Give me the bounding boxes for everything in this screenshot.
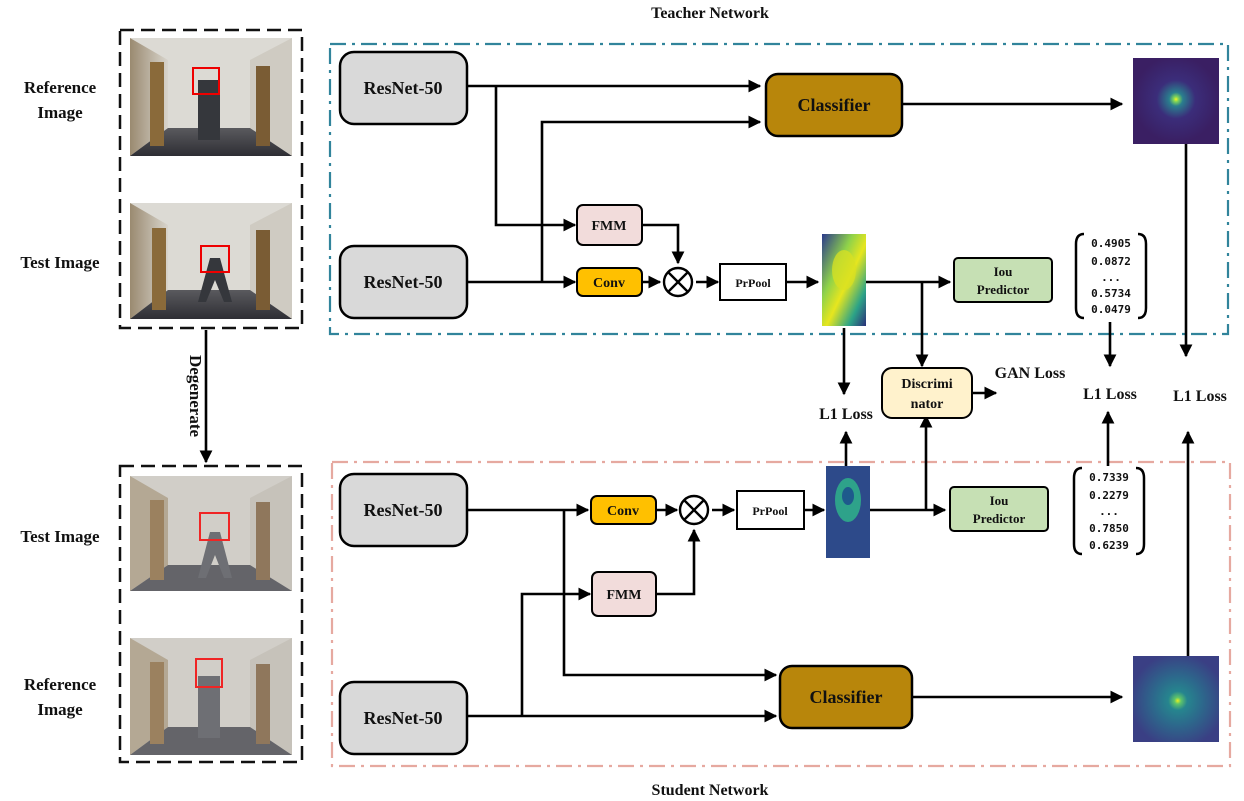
teacher-multiply-node xyxy=(662,266,694,298)
gan-loss-label: GAN Loss xyxy=(995,365,1066,382)
student-multiply-node xyxy=(678,494,710,526)
reference-image-bottom-label-2: Image xyxy=(37,700,83,719)
student-conv: Conv xyxy=(590,495,657,525)
teacher-value-4: 0.5734 xyxy=(1091,287,1131,300)
student-iou-vector: 0.7339 0.2279 ... 0.7850 0.6239 xyxy=(1072,466,1146,556)
top-image-group-border xyxy=(118,28,304,330)
student-value-2: 0.2279 xyxy=(1089,489,1129,502)
teacher-iou-predictor: Iou Predictor xyxy=(953,257,1053,303)
svg-text:nator: nator xyxy=(911,397,944,412)
teacher-fmm: FMM xyxy=(576,204,643,246)
student-resnet-bottom: ResNet-50 xyxy=(338,680,469,756)
test-image-bottom-label: Test Image xyxy=(20,527,100,546)
reference-image-top-label-1: Reference xyxy=(24,78,97,97)
test-image-top xyxy=(130,203,292,319)
teacher-network-title: Teacher Network xyxy=(651,5,769,22)
svg-text:ResNet-50: ResNet-50 xyxy=(364,78,443,98)
test-image-bottom xyxy=(130,476,292,591)
test-image-top-label: Test Image xyxy=(20,253,100,272)
student-network-title: Student Network xyxy=(652,782,769,799)
response-l1-loss-label: L1 Loss xyxy=(1173,388,1227,405)
student-value-3: ... xyxy=(1099,505,1119,518)
teacher-value-5: 0.0479 xyxy=(1091,303,1131,316)
svg-text:Classifier: Classifier xyxy=(810,687,883,707)
svg-text:Discrimi: Discrimi xyxy=(901,377,952,392)
svg-text:PrPool: PrPool xyxy=(752,504,788,518)
reference-image-bottom xyxy=(130,638,292,755)
student-value-5: 0.6239 xyxy=(1089,539,1129,552)
feature-l1-loss-label: L1 Loss xyxy=(819,406,873,423)
bottom-image-group-border xyxy=(118,464,304,764)
student-response-map xyxy=(1133,656,1219,742)
svg-text:ResNet-50: ResNet-50 xyxy=(364,500,443,520)
svg-text:FMM: FMM xyxy=(607,588,642,603)
teacher-iou-vector: 0.4905 0.0872 ... 0.5734 0.0479 xyxy=(1074,232,1148,320)
student-resnet-top: ResNet-50 xyxy=(338,472,469,548)
svg-text:Conv: Conv xyxy=(593,276,625,291)
svg-text:ResNet-50: ResNet-50 xyxy=(364,272,443,292)
iou-l1-loss-label: L1 Loss xyxy=(1083,386,1137,403)
discriminator: Discrimi nator xyxy=(881,367,973,419)
student-iou-predictor: Iou Predictor xyxy=(949,486,1049,532)
svg-text:Conv: Conv xyxy=(607,504,639,519)
degenerate-label: Degenerate xyxy=(186,355,205,438)
svg-text:Predictor: Predictor xyxy=(977,282,1030,297)
teacher-resnet-top: ResNet-50 xyxy=(338,50,469,126)
teacher-edges xyxy=(467,79,1193,396)
student-network-border xyxy=(330,460,1232,768)
teacher-conv: Conv xyxy=(576,267,643,297)
svg-text:Iou: Iou xyxy=(994,264,1013,279)
svg-text:Iou: Iou xyxy=(990,493,1009,508)
teacher-resnet-bottom: ResNet-50 xyxy=(338,244,469,320)
student-value-1: 0.7339 xyxy=(1089,471,1129,484)
reference-image-top-label-2: Image xyxy=(37,103,83,122)
student-prpool: PrPool xyxy=(736,490,805,530)
teacher-prpool: PrPool xyxy=(719,263,787,301)
teacher-value-1: 0.4905 xyxy=(1091,237,1131,250)
svg-text:FMM: FMM xyxy=(592,219,627,234)
teacher-value-3: ... xyxy=(1101,271,1121,284)
svg-text:ResNet-50: ResNet-50 xyxy=(364,708,443,728)
student-feature-map xyxy=(826,466,870,558)
teacher-network-border xyxy=(328,42,1230,336)
reference-image-bottom-label-1: Reference xyxy=(24,675,97,694)
student-fmm: FMM xyxy=(591,571,657,617)
svg-text:Classifier: Classifier xyxy=(798,95,871,115)
teacher-response-map xyxy=(1133,58,1219,144)
teacher-value-2: 0.0872 xyxy=(1091,255,1131,268)
svg-text:Predictor: Predictor xyxy=(973,511,1026,526)
svg-text:PrPool: PrPool xyxy=(735,276,771,290)
teacher-classifier: Classifier xyxy=(764,72,904,138)
student-edges xyxy=(467,386,1195,723)
teacher-feature-map xyxy=(822,234,866,326)
reference-image-top xyxy=(130,38,292,156)
student-classifier: Classifier xyxy=(778,664,914,730)
student-value-4: 0.7850 xyxy=(1089,522,1129,535)
